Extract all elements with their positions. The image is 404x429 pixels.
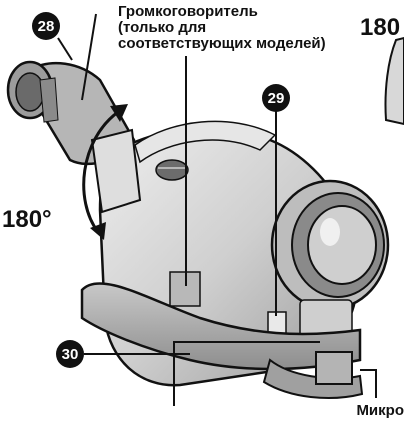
leader-mic bbox=[360, 369, 377, 398]
microphone-housing bbox=[315, 351, 353, 385]
microphone-label: Микро bbox=[356, 402, 404, 419]
leader-viewfinder bbox=[57, 37, 73, 61]
leader-lines bbox=[57, 13, 377, 406]
rotation-arrow-head-top bbox=[110, 104, 128, 122]
lens-assembly bbox=[270, 179, 390, 311]
marker-28: 28 bbox=[32, 12, 60, 40]
second-camcorder-outline bbox=[384, 36, 404, 126]
leader-viewfinder-main bbox=[81, 13, 97, 101]
strap-buckle bbox=[262, 358, 364, 399]
zoom-lever bbox=[155, 159, 189, 181]
leader-strap bbox=[173, 341, 320, 406]
speaker-label-line1: Громкоговоритель bbox=[118, 3, 258, 20]
angle-label-left: 180° bbox=[2, 206, 52, 233]
marker-30: 30 bbox=[56, 340, 84, 368]
speaker-label-line3: соответствующих моделей) bbox=[118, 35, 326, 52]
viewfinder-mount bbox=[90, 128, 142, 214]
speaker-label: Громкоговоритель (только для соответству… bbox=[118, 4, 326, 52]
camcorder-top bbox=[134, 120, 277, 164]
marker-29: 29 bbox=[262, 84, 290, 112]
speaker-label-line2: (только для bbox=[118, 19, 207, 36]
rotation-arrow-head-bottom bbox=[90, 222, 106, 240]
hand-strap bbox=[80, 282, 362, 371]
rotation-arrow bbox=[82, 110, 119, 233]
angle-label-right: 180 bbox=[360, 14, 401, 41]
